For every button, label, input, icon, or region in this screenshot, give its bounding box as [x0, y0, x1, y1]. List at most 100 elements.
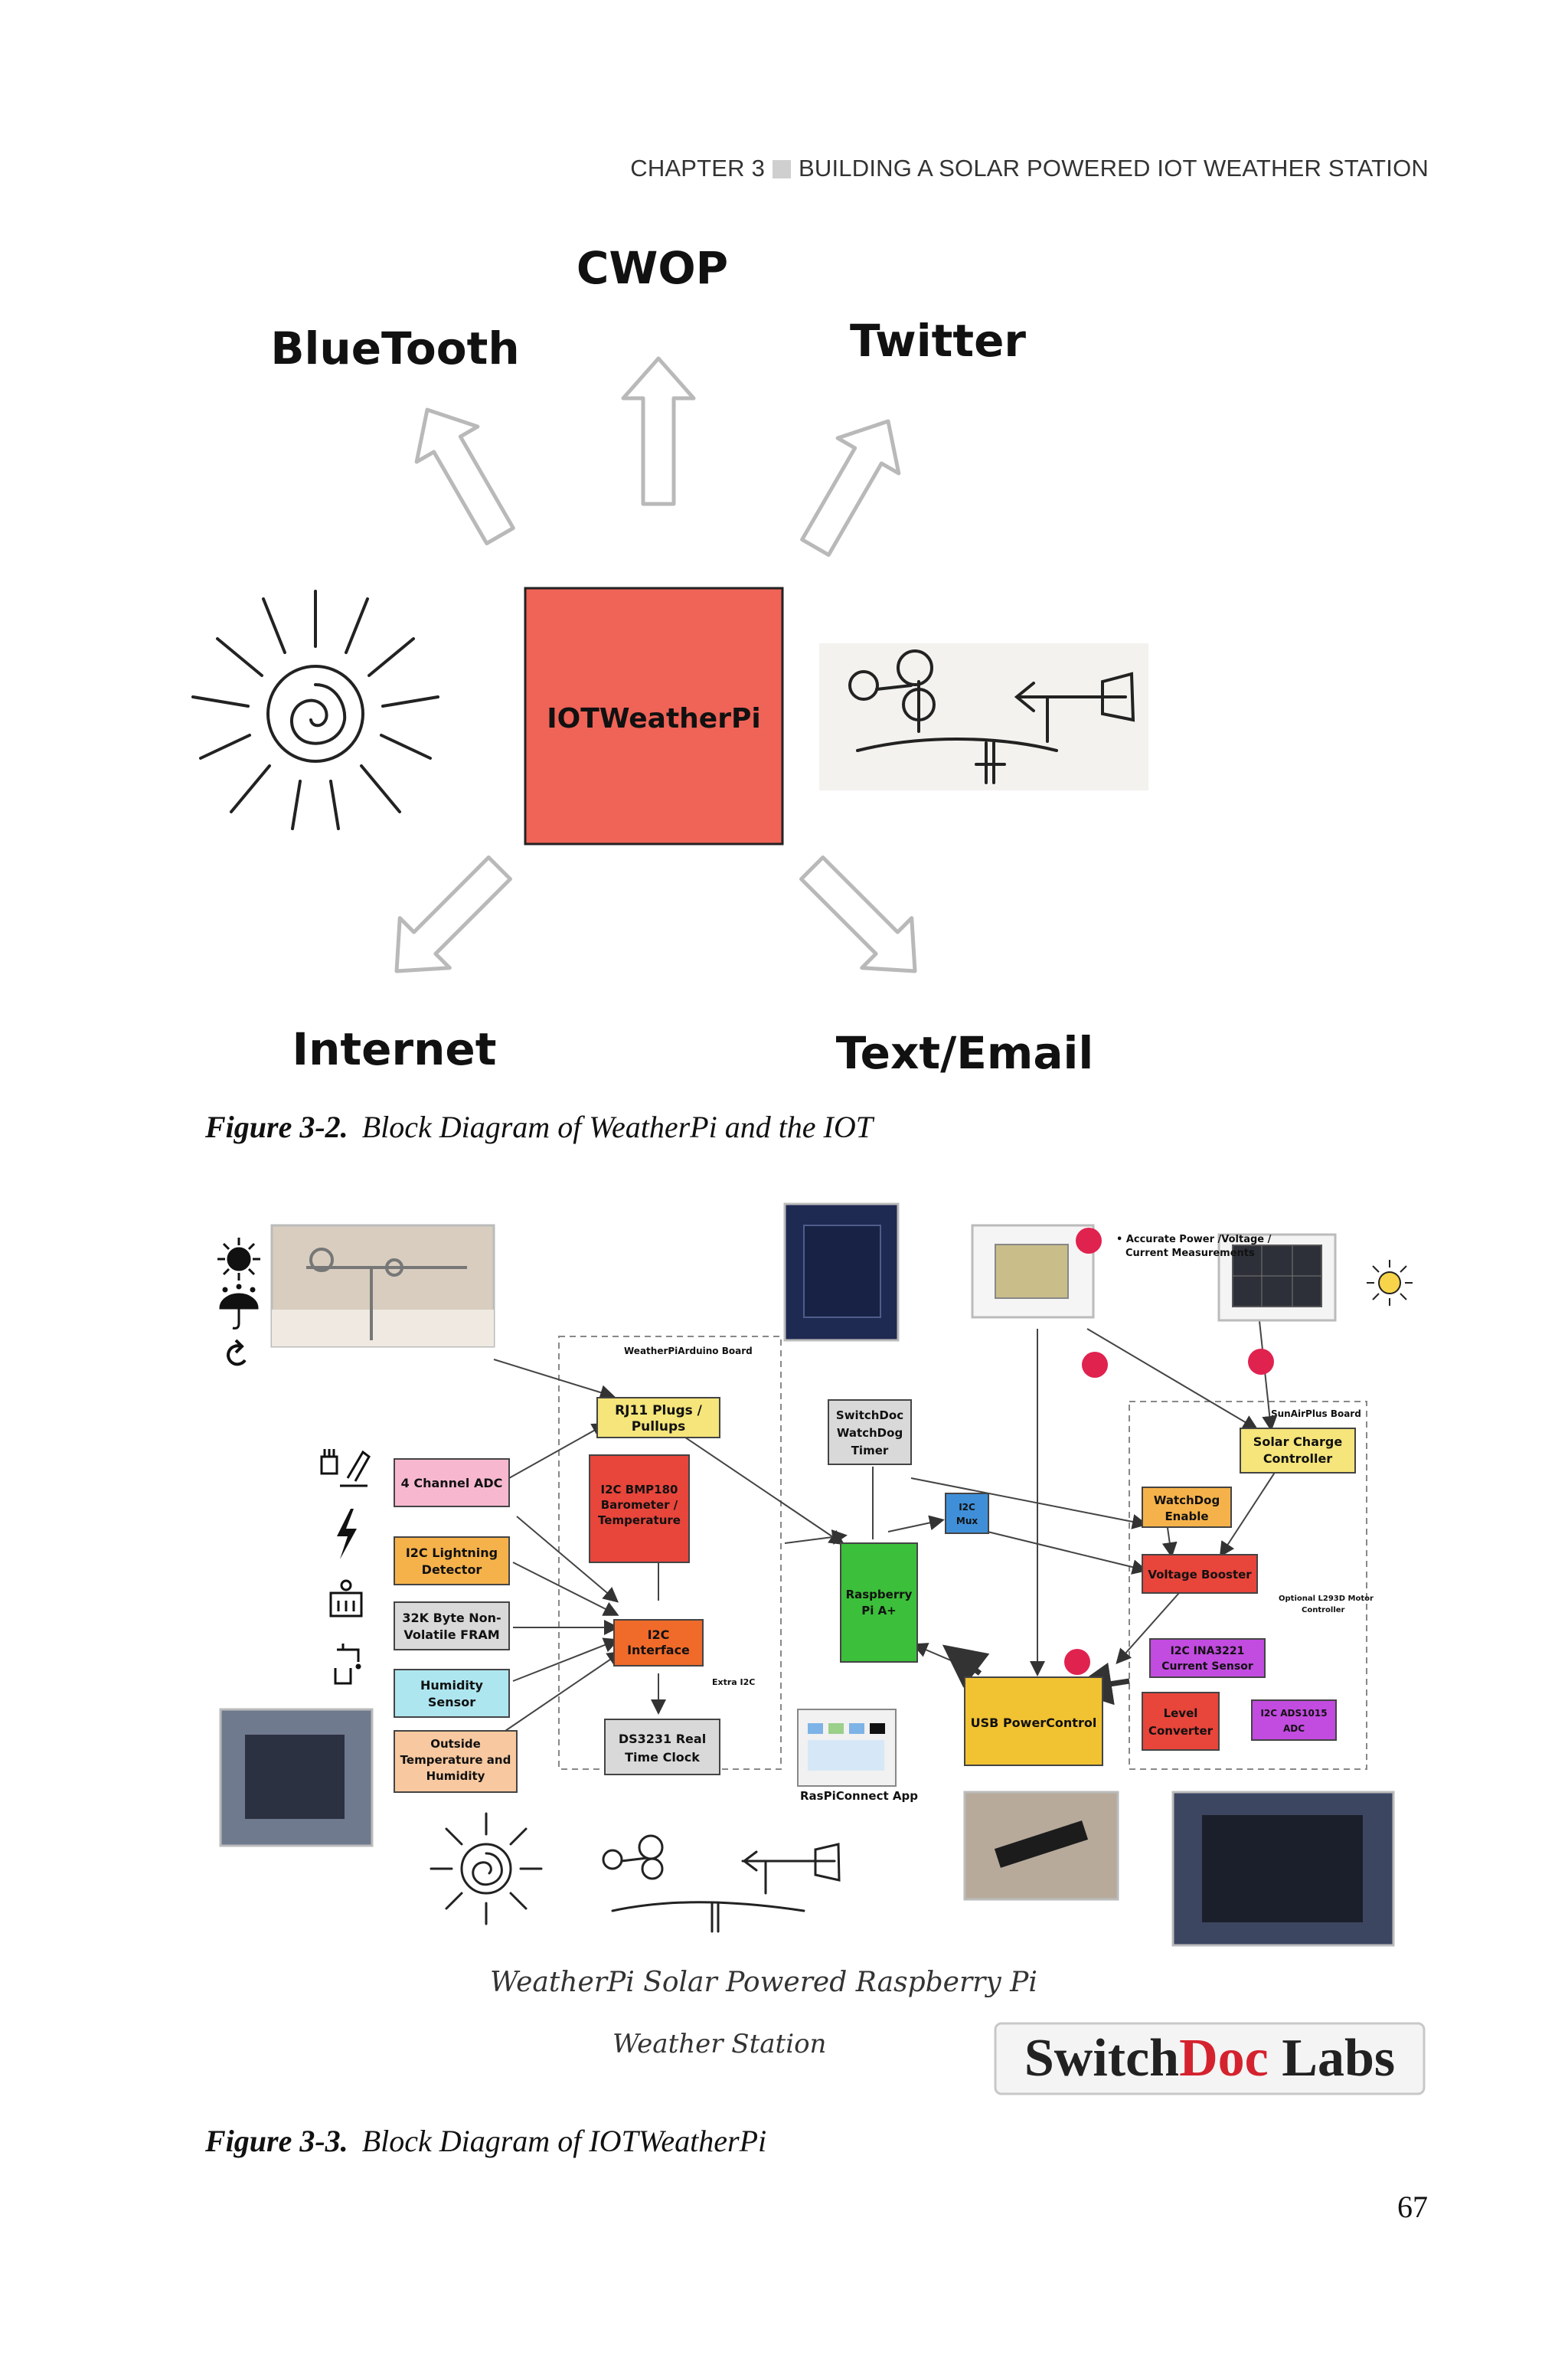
optional-motor-label-1: Optional L293D Motor — [1279, 1595, 1374, 1603]
svg-text:SwitchDoc: SwitchDoc — [836, 1408, 903, 1422]
svg-text:Humidity: Humidity — [420, 1678, 484, 1693]
weather-station-sensors-photo — [270, 1224, 495, 1348]
svg-text:I2C BMP180: I2C BMP180 — [601, 1483, 678, 1496]
arrow-down-left-icon — [371, 843, 524, 996]
wind-direction-icon — [227, 1339, 247, 1366]
svg-text:Voltage Booster: Voltage Booster — [1148, 1568, 1252, 1582]
weatherpiarduino-board-photo — [783, 1202, 900, 1342]
sun-doodle-icon — [430, 1812, 543, 1925]
umbrella-rain-icon — [219, 1284, 259, 1330]
block-ds3231-rtc: DS3231 Real Time Clock — [604, 1719, 720, 1775]
sun-icon — [191, 590, 439, 830]
chapter-title: BUILDING A SOLAR POWERED IOT WEATHER STA… — [799, 155, 1429, 182]
block-ina3221: I2C INA3221 Current Sensor — [1149, 1638, 1266, 1678]
battery-photo — [971, 1224, 1095, 1319]
svg-text:Temperature: Temperature — [598, 1513, 681, 1527]
block-watchdog-timer: SwitchDoc WatchDog Timer — [828, 1399, 912, 1465]
svg-text:Sensor: Sensor — [428, 1695, 475, 1709]
weatherpi-script-title-line1: WeatherPi Solar Powered Raspberry Pi — [490, 1967, 1037, 1998]
svg-text:USB PowerControl: USB PowerControl — [971, 1716, 1097, 1730]
caption-text: Block Diagram of WeatherPi and the IOT — [361, 1110, 874, 1144]
arrow-down-right-icon — [787, 843, 939, 996]
svg-text:Solar Charge: Solar Charge — [1253, 1434, 1343, 1449]
block-level-converter: Level Converter — [1142, 1692, 1220, 1751]
weatherpi-assembly-photo — [219, 1708, 374, 1847]
block-lightning-detector: I2C Lightning Detector — [394, 1536, 510, 1585]
figure-caption-3-3: Figure 3-3. Block Diagram of IOTWeatherPi — [205, 2123, 766, 2159]
figure-caption-3-2: Figure 3-2. Block Diagram of WeatherPi an… — [205, 1109, 873, 1145]
block-outside-temperature: Outside Temperature and Humidity — [394, 1730, 518, 1793]
svg-text:RJ11 Plugs /: RJ11 Plugs / — [615, 1403, 703, 1418]
weatherpi-script-title-line2: Weather Station — [612, 2029, 826, 2059]
label-twitter: Twitter — [850, 315, 1026, 367]
svg-text:Pullups: Pullups — [632, 1419, 686, 1434]
svg-text:Detector: Detector — [422, 1562, 482, 1577]
block-i2c-interface: I2C Interface — [613, 1619, 704, 1667]
svg-text:Time Clock: Time Clock — [625, 1750, 700, 1765]
svg-text:I2C: I2C — [648, 1627, 670, 1642]
iotweatherpi-label: IOTWeatherPi — [547, 703, 760, 734]
extra-i2c-label: Extra I2C — [712, 1677, 755, 1687]
caption-text: Block Diagram of IOTWeatherPi — [361, 2124, 767, 2158]
block-fram: 32K Byte Non- Volatile FRAM — [394, 1601, 510, 1650]
arrow-up-icon — [623, 358, 694, 504]
microscope-icon — [320, 1449, 371, 1487]
anemometer-windvane-icon — [819, 643, 1148, 790]
page-number: 67 — [1397, 2190, 1428, 2224]
block-ads1015: I2C ADS1015 ADC — [1251, 1699, 1337, 1741]
storage-icon — [329, 1579, 363, 1617]
block-i2c-mux: I2C Mux — [945, 1493, 989, 1534]
block-4-channel-adc: 4 Channel ADC — [394, 1458, 510, 1507]
svg-text:Timer: Timer — [851, 1444, 889, 1457]
label-bluetooth: BlueTooth — [270, 322, 519, 375]
weatherpiarduino-board-label: WeatherPiArduino Board — [624, 1346, 753, 1356]
anemometer-doodle-icon — [602, 1834, 841, 1933]
lightning-icon — [337, 1509, 357, 1559]
svg-text:Pi A+: Pi A+ — [861, 1604, 897, 1617]
measurement-point-markers — [1064, 1228, 1274, 1675]
block-raspberry-pi: Raspberry Pi A+ — [840, 1542, 918, 1663]
svg-text:4 Channel ADC: 4 Channel ADC — [401, 1476, 503, 1490]
header-separator — [773, 160, 792, 178]
svg-text:Enable: Enable — [1165, 1510, 1208, 1523]
sun-yellow-icon — [1367, 1260, 1413, 1306]
figure-iot-block-diagram: CWOP BlueTooth Twitter Internet Text/Ema… — [191, 242, 1148, 1079]
sunairplus-board-photo — [1171, 1791, 1395, 1947]
arrow-up-right-icon — [785, 404, 919, 565]
svg-text:SwitchDoc Labs: SwitchDoc Labs — [1024, 2029, 1395, 2088]
svg-text:Barometer /: Barometer / — [601, 1498, 678, 1512]
svg-text:WatchDog: WatchDog — [1154, 1493, 1220, 1507]
raspiconnect-label: RasPiConnect App — [800, 1789, 918, 1803]
chapter-number: CHAPTER 3 — [630, 155, 766, 182]
block-humidity-sensor: Humidity Sensor — [394, 1669, 510, 1718]
svg-text:DS3231 Real: DS3231 Real — [619, 1732, 706, 1746]
block-bmp180: I2C BMP180 Barometer / Temperature — [589, 1454, 690, 1563]
sunairplus-board-outline — [1129, 1401, 1367, 1770]
running-header: CHAPTER 3 BUILDING A SOLAR POWERED IOT WE… — [0, 155, 1429, 182]
svg-text:I2C ADS1015: I2C ADS1015 — [1260, 1708, 1327, 1719]
accurate-note-line1: • Accurate Power /Voltage / — [1116, 1234, 1272, 1245]
svg-text:I2C INA3221: I2C INA3221 — [1171, 1645, 1245, 1657]
svg-text:Outside: Outside — [430, 1737, 481, 1751]
block-solar-charge-controller: Solar Charge Controller — [1240, 1428, 1356, 1474]
caption-label: Figure 3-2. — [205, 1110, 348, 1144]
arrow-up-left-icon — [397, 392, 531, 554]
label-cwop: CWOP — [577, 242, 728, 294]
sun-small-icon — [217, 1238, 260, 1281]
switchdoc-labs-logo: SwitchDoc Labs — [994, 2022, 1426, 2095]
svg-text:I2C: I2C — [959, 1502, 975, 1513]
faucet-icon — [334, 1644, 361, 1685]
svg-text:Interface: Interface — [627, 1643, 690, 1657]
caption-label: Figure 3-3. — [205, 2124, 348, 2158]
iotweatherpi-box — [524, 587, 784, 846]
accurate-note-line2: Current Measurements — [1125, 1248, 1255, 1259]
svg-text:Mux: Mux — [956, 1516, 978, 1526]
svg-text:32K Byte Non-: 32K Byte Non- — [402, 1611, 501, 1625]
svg-text:Volatile FRAM: Volatile FRAM — [403, 1627, 499, 1642]
svg-text:Level: Level — [1164, 1706, 1198, 1720]
label-text-email: Text/Email — [836, 1027, 1093, 1079]
usb-powercontrol-photo — [963, 1791, 1119, 1901]
svg-text:Humidity: Humidity — [426, 1769, 485, 1783]
block-voltage-booster: Voltage Booster — [1142, 1554, 1258, 1594]
